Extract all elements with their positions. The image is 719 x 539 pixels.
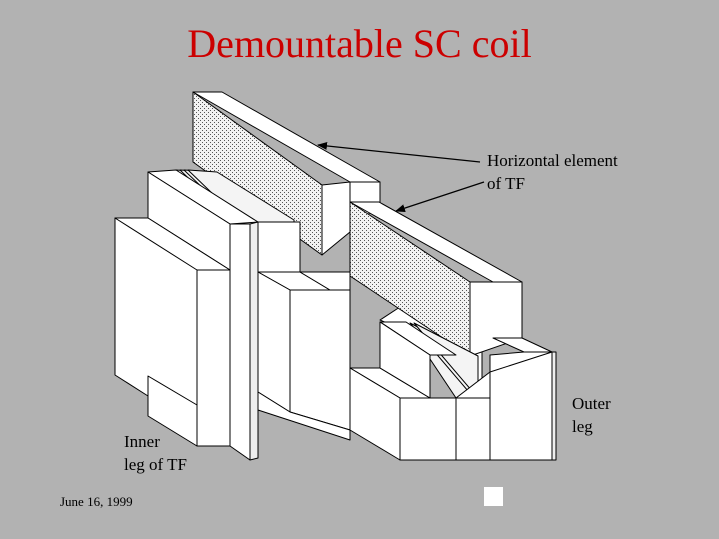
slide-title: Demountable SC coil [187, 21, 532, 66]
label-outer-line1: Outer [572, 394, 611, 413]
label-horizontal-line2: of TF [487, 174, 525, 193]
label-inner-line2: leg of TF [124, 455, 187, 474]
label-outer-line2: leg [572, 417, 593, 436]
label-horizontal-line1: Horizontal element [487, 151, 618, 170]
white-square-marker [484, 487, 503, 506]
arrow-to-lower-element [395, 181, 485, 212]
outer-leg-blocks [349, 321, 557, 461]
horizontal-element-lower [349, 201, 523, 357]
label-arrows [317, 141, 485, 212]
label-inner-line1: Inner [124, 432, 160, 451]
label-inner-leg: Inner leg of TF [124, 430, 187, 476]
arrow-to-upper-element [317, 141, 481, 163]
label-outer-leg: Outer leg [572, 392, 611, 438]
inner-leg-body [114, 217, 259, 461]
middle-box [257, 271, 351, 441]
label-horizontal-element: Horizontal element of TF [487, 149, 618, 195]
slide-date: June 16, 1999 [60, 494, 133, 509]
